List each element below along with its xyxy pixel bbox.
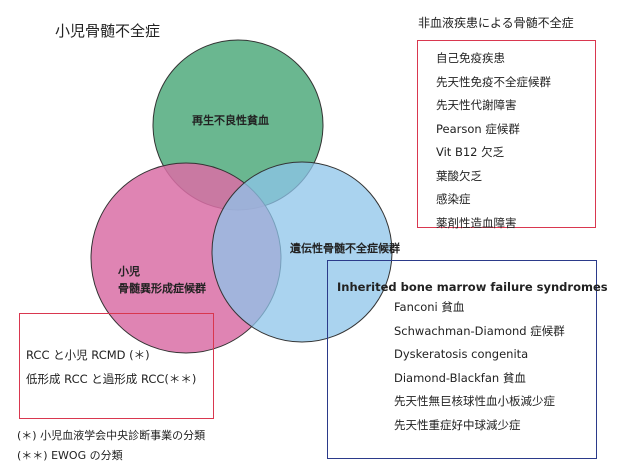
list-item: Vit B12 欠乏 [436, 145, 505, 159]
list-item: RCC と小児 RCMD (＊) [26, 348, 150, 362]
mds-label-line2: 骨髄異形成症候群 [118, 282, 206, 295]
footnote: (＊) 小児血液学会中央診断事業の分類 [17, 429, 206, 442]
ibmfs-circle-label: 遺伝性骨髄不全症候群 [290, 242, 400, 255]
list-item: 葉酸欠乏 [436, 168, 482, 183]
mds-label-line1: 小児 [118, 265, 140, 278]
list-item: 薬剤性造血障害 [436, 215, 517, 230]
list-item: 先天性無巨核球性血小板減少症 [394, 394, 555, 408]
ibmfs-heading: Inherited bone marrow failure syndromes [337, 280, 608, 294]
footnote: (＊＊) EWOG の分類 [17, 449, 123, 462]
list-item: 先天性重症好中球減少症 [394, 417, 521, 432]
nonhem-box: 自己免疫疾患 先天性免疫不全症候群 先天性代謝障害 Pearson 症候群 Vi… [417, 40, 596, 230]
ibmfs-circle [211, 161, 393, 343]
rcc-box: RCC と小児 RCMD (＊) 低形成 RCC と過形成 RCC(＊＊) [19, 313, 214, 419]
list-item: Dyskeratosis congenita [394, 347, 529, 361]
list-item: Schwachman-Diamond 症候群 [394, 323, 565, 338]
footnotes: (＊) 小児血液学会中央診断事業の分類 (＊＊) EWOG の分類 [17, 426, 205, 466]
aplastic-anemia-label: 再生不良性貧血 [192, 114, 269, 127]
page-title: 小児骨髄不全症 [55, 22, 161, 40]
ibmfs-list: Fanconi 貧血 Schwachman-Diamond 症候群 Dysker… [394, 296, 565, 437]
list-item: 自己免疫疾患 [436, 51, 505, 65]
list-item: Pearson 症候群 [436, 121, 520, 136]
list-item: 感染症 [436, 192, 471, 206]
nonhem-heading: 非血液疾患による骨髄不全症 [418, 16, 574, 30]
list-item: Fanconi 貧血 [394, 300, 465, 314]
list-item: Diamond-Blackfan 貧血 [394, 370, 526, 385]
list-item: 先天性免疫不全症候群 [436, 74, 551, 89]
ibmfs-box [327, 260, 597, 459]
list-item: 低形成 RCC と過形成 RCC(＊＊) [26, 371, 197, 386]
list-item: 先天性代謝障害 [436, 98, 517, 112]
